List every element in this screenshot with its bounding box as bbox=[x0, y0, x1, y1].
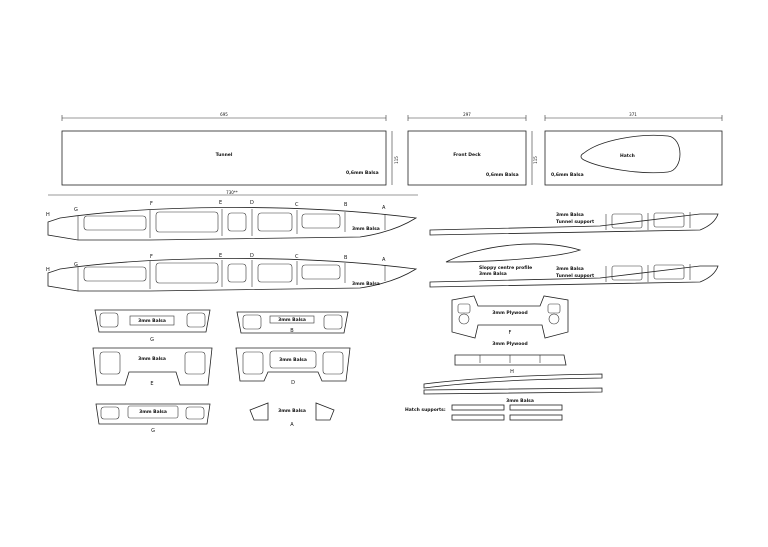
hull1-letter-a: A bbox=[382, 205, 386, 211]
tunnel-support-2-label: Tunnel support bbox=[556, 273, 595, 279]
sloppy-profile-material: 3mm Balsa bbox=[479, 271, 507, 277]
bulkhead-a-letter: A bbox=[290, 422, 294, 428]
hull2-letter-g: G bbox=[74, 262, 78, 268]
bulkhead-b-material: 3mm Balsa bbox=[278, 317, 306, 323]
bulkhead-g-letter: G bbox=[150, 337, 154, 343]
hull2-letter-a: A bbox=[382, 257, 386, 263]
bulkhead-c: 3mm Balsa G bbox=[95, 403, 211, 434]
bulkhead-c-letter: G bbox=[151, 428, 155, 434]
hull2-letter-e: E bbox=[219, 253, 222, 259]
transom-f-material: 3mm Plywood bbox=[492, 310, 527, 316]
front-deck-label: Front Deck bbox=[453, 152, 481, 158]
bulkhead-b: 3mm Balsa B bbox=[236, 311, 349, 334]
transom-f-letter: F bbox=[509, 330, 512, 336]
hull2-letter-b: B bbox=[344, 255, 348, 261]
tunnel-material: 0,6mm Balsa bbox=[346, 170, 379, 176]
hull1-material: 3mm Balsa bbox=[352, 226, 380, 232]
bulkhead-c-material: 3mm Balsa bbox=[139, 409, 167, 415]
sloppy-centre-profile: Sloppy centre profile 3mm Balsa bbox=[445, 243, 582, 277]
hull2-letter-c: C bbox=[295, 254, 299, 260]
hull-length-dim: 730** bbox=[226, 190, 238, 195]
front-deck-height-dim: 115 bbox=[533, 156, 538, 164]
tunnel-label: Tunnel bbox=[216, 152, 233, 158]
tunnel-panel: 695 Tunnel 0,6mm Balsa 115 bbox=[61, 112, 399, 186]
tunnel-support-1: 3mm Balsa Tunnel support bbox=[429, 212, 719, 236]
hatch-supports-label: Hatch supports: bbox=[405, 407, 446, 413]
hull1-letter-f: F bbox=[150, 201, 153, 207]
bulkhead-g-material: 3mm Balsa bbox=[138, 318, 166, 324]
hatch-length-dim: 371 bbox=[629, 112, 637, 117]
part-h-material: 3mm Plywood bbox=[492, 341, 527, 347]
tunnel-support-2: 3mm Balsa Tunnel support bbox=[429, 264, 719, 288]
hatch-material: 0,6mm Balsa bbox=[551, 172, 584, 178]
tunnel-support-1-material: 3mm Balsa bbox=[556, 212, 584, 218]
bulkhead-e: 3mm Balsa E bbox=[92, 347, 213, 387]
sloppy-profile-label: Sloppy centre profile bbox=[479, 265, 532, 271]
transom-f: 3mm Plywood F bbox=[451, 295, 569, 339]
bulkhead-d-letter: D bbox=[291, 380, 295, 386]
front-deck-panel: 297 Front Deck 0,6mm Balsa 115 bbox=[407, 112, 538, 186]
bulkhead-e-material: 3mm Balsa bbox=[138, 356, 166, 362]
hatch-panel: 371 Hatch 0,6mm Balsa bbox=[544, 112, 723, 186]
hull1-letter-g: G bbox=[74, 207, 78, 213]
tunnel-support-2-material: 3mm Balsa bbox=[556, 266, 584, 272]
bulkhead-d-material: 3mm Balsa bbox=[279, 357, 307, 363]
stringers-material: 3mm Balsa bbox=[506, 398, 534, 404]
hull-side-1: H G F E D C B A 3mm Balsa bbox=[46, 200, 418, 241]
part-h-letter: H bbox=[510, 369, 514, 375]
tunnel-support-1-label: Tunnel support bbox=[556, 219, 595, 225]
hatch-label: Hatch bbox=[620, 153, 635, 159]
hull1-letter-e: E bbox=[219, 200, 222, 206]
hull1-letter-d: D bbox=[250, 200, 254, 206]
front-deck-length-dim: 297 bbox=[463, 112, 471, 117]
bulkhead-b-letter: B bbox=[290, 328, 294, 334]
hatch-supports: Hatch supports: bbox=[405, 404, 563, 421]
part-h-plywood: 3mm Plywood H bbox=[454, 341, 567, 375]
tunnel-length-dim: 695 bbox=[220, 112, 228, 117]
hull1-letter-b: B bbox=[344, 202, 348, 208]
stringers: 3mm Balsa bbox=[423, 373, 603, 404]
bulkhead-a-material: 3mm Balsa bbox=[278, 408, 306, 414]
bulkhead-g: 3mm Balsa G bbox=[94, 309, 211, 343]
hull1-letter-h: H bbox=[46, 212, 50, 218]
hull2-material: 3mm Balsa bbox=[352, 281, 380, 287]
hull1-letter-c: C bbox=[295, 202, 299, 208]
hull2-letter-h: H bbox=[46, 267, 50, 273]
bulkhead-e-letter: E bbox=[150, 381, 153, 387]
hull2-letter-d: D bbox=[250, 253, 254, 259]
hull-side-2: H G F E D C B A 3mm Balsa bbox=[46, 253, 418, 292]
tunnel-height-dim: 115 bbox=[394, 156, 399, 164]
bulkhead-d: 3mm Balsa D bbox=[235, 347, 351, 386]
bulkhead-a: 3mm Balsa A bbox=[249, 402, 335, 428]
hull2-letter-f: F bbox=[150, 254, 153, 260]
front-deck-material: 0,6mm Balsa bbox=[486, 172, 519, 178]
